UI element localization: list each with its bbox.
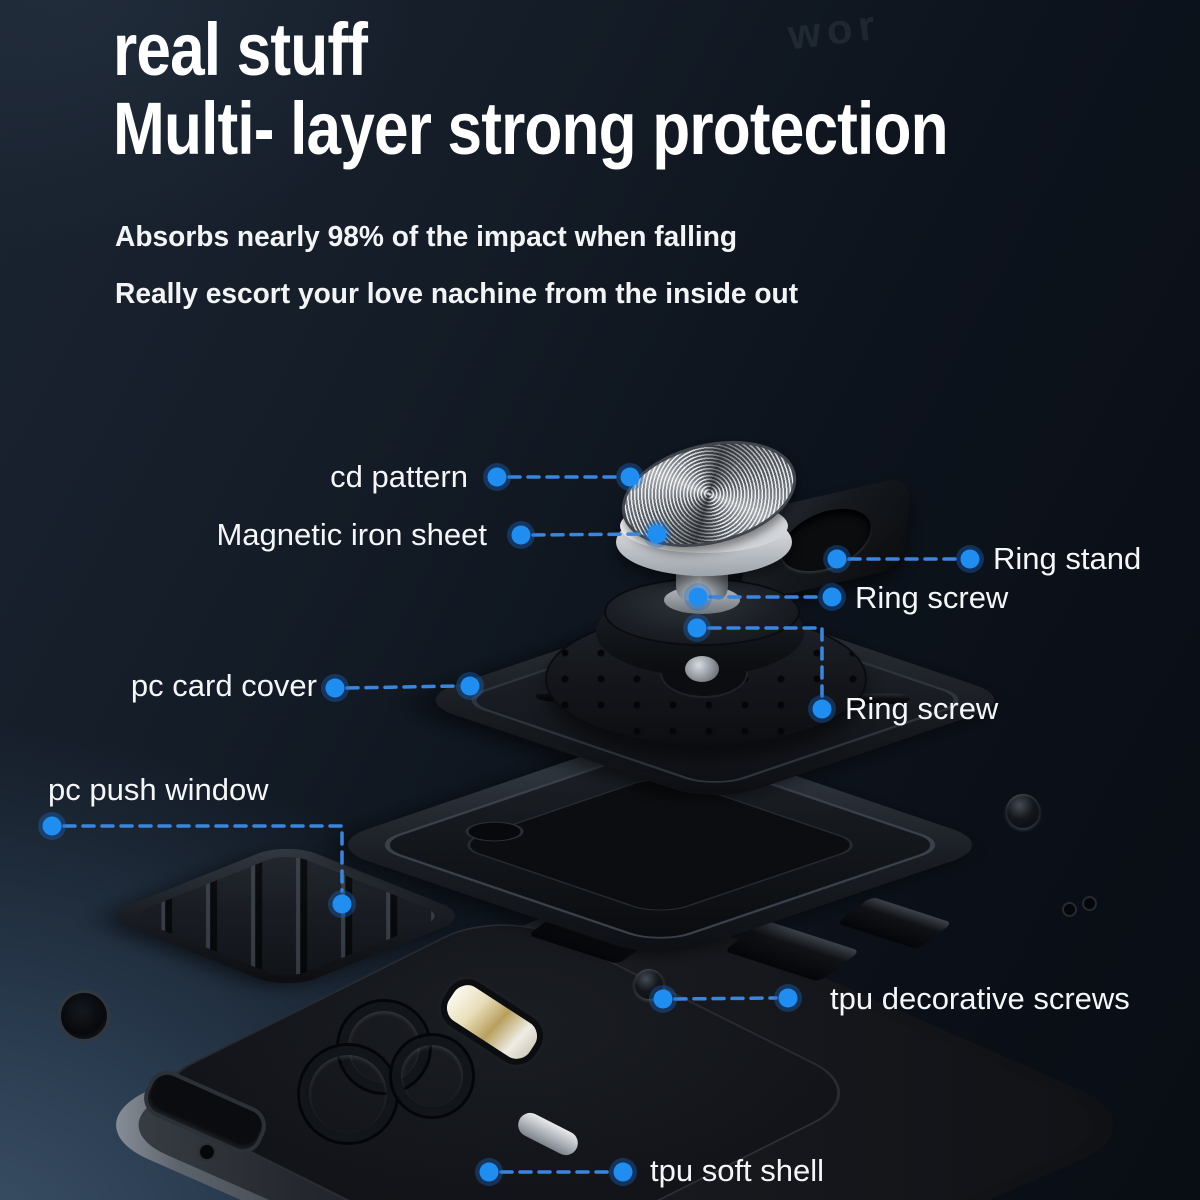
dot: [684, 583, 712, 611]
dot: [643, 520, 671, 548]
headphone-jack: [58, 990, 110, 1042]
callout-label-magnetic-iron-sheet: Magnetic iron sheet: [216, 517, 487, 552]
tpu-decorative-screws-line: [673, 996, 778, 1001]
page-title: real stuff Multi- layer strong protectio…: [113, 8, 949, 170]
dot: [321, 674, 349, 702]
corner-screw: [1006, 794, 1040, 828]
pc-card-cover-line: [345, 684, 460, 690]
title-line-1: real stuff: [113, 8, 368, 91]
callout-label-ring-screw-1: Ring screw: [855, 580, 1009, 615]
callout-label-tpu-decorative-screws: tpu decorative screws: [830, 981, 1130, 1016]
callout-label-cd-pattern: cd pattern: [330, 459, 468, 494]
dot: [475, 1158, 503, 1186]
camera-lens-2: [300, 1046, 396, 1142]
dot: [683, 614, 711, 642]
callout-label-pc-card-cover: pc card cover: [130, 668, 317, 703]
callout-dots: [38, 463, 984, 1186]
title-line-2: Multi- layer strong protection: [113, 87, 949, 170]
dot: [483, 463, 511, 491]
magnetic-iron-sheet-line: [531, 532, 647, 537]
dot: [456, 672, 484, 700]
subtitle-line-1: Absorbs nearly 98% of the impact when fa…: [115, 221, 738, 253]
pc-push-window-line: [62, 824, 344, 893]
dot: [616, 463, 644, 491]
dot: [649, 985, 677, 1013]
dot: [774, 984, 802, 1012]
callout-label-ring-stand: Ring stand: [993, 541, 1142, 576]
dot: [328, 890, 356, 918]
subtitle-line-2: Really escort your love nachine from the…: [115, 278, 799, 310]
dot: [818, 583, 846, 611]
strap-hole-1: [1062, 902, 1077, 917]
mic-hole: [198, 1143, 216, 1161]
dot: [956, 545, 984, 573]
dot: [38, 812, 66, 840]
callout-label-ring-screw-2: Ring screw: [845, 691, 999, 726]
dot: [507, 521, 535, 549]
callout-lines: [62, 475, 960, 1174]
strap-hole-2: [1082, 896, 1097, 911]
dot: [808, 695, 836, 723]
dot: [823, 545, 851, 573]
camera-lens-3: [392, 1036, 472, 1116]
callout-label-tpu-soft-shell: tpu soft shell: [650, 1153, 825, 1188]
callout-label-pc-push-window: pc push window: [48, 772, 269, 807]
dot: [609, 1158, 637, 1186]
hub-screw: [685, 656, 719, 682]
ring-screw-2-line: [707, 626, 824, 698]
